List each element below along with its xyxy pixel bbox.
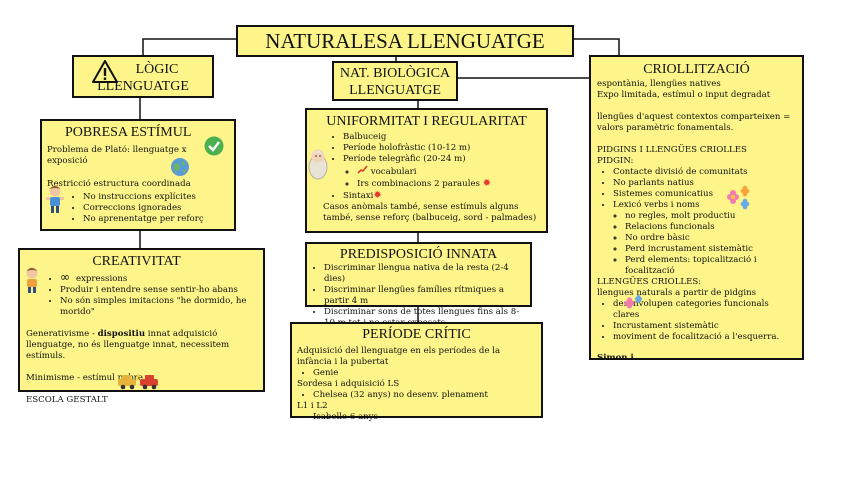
list-item: No instruccions explícites <box>83 192 229 203</box>
list-item: Isabelle 6 anys <box>313 412 536 423</box>
list-item: ∞ expressions <box>60 270 257 285</box>
list-item-text: Irs combinacions 2 paraules <box>357 179 480 189</box>
list-item: Lexicó verbs i noms <box>613 200 796 211</box>
predisposicio-title: PREDISPOSICIÓ INNATA <box>339 247 498 262</box>
list-item: Relacions funcionals <box>625 222 796 233</box>
list-item: desenvolupen categories funcionals clare… <box>613 299 796 321</box>
list-item: Període telegràfic (20-24 m) <box>343 154 540 165</box>
chart-up-icon <box>357 165 368 177</box>
pidgins-heading: PIDGINS I LLENGÜES CRIOLLES <box>597 145 747 155</box>
list-item: Perd elements: topicalització i focalitz… <box>625 255 796 277</box>
logic-line2: LLENGUATGE <box>97 79 189 94</box>
periode-box: PERÍODE CRÍTIC Adquisició del llenguatge… <box>290 322 543 422</box>
criolles-intro: llengues naturals a partir de pidgins <box>597 288 757 298</box>
list-item: Sintaxi✹ <box>343 190 540 202</box>
list-item-text: expressions <box>76 274 128 284</box>
periode-list-2: Chelsea (32 anys) no desenv. plenament <box>297 390 536 401</box>
uniformitat-box: UNIFORMITAT I REGULARITAT Balbuceig Perí… <box>305 108 548 233</box>
creativitat-box: CREATIVITAT ∞ expressions Produir i enten… <box>18 248 265 405</box>
main-title-box: NATURALESA LLENGUATGE <box>236 25 574 57</box>
pobresa-title: POBRESA ESTÍMUL <box>65 125 192 140</box>
child-icon <box>45 184 65 218</box>
burst-icon: ✹ <box>373 190 382 201</box>
periode-list-3: Isabelle 6 anys <box>297 412 536 423</box>
list-item: No ordre bàsic <box>625 233 796 244</box>
uniformitat-list: Balbuceig Període holofràstic (10-12 m) … <box>313 132 540 202</box>
list-item-text: vocabulari <box>370 167 417 177</box>
criollitzacio-intro1: espontània, llengües natives <box>597 79 721 89</box>
list-item: Discriminar llengües famílies rítmiques … <box>324 285 525 307</box>
car-crash-icon <box>116 372 162 394</box>
generativisme-label: Generativisme - <box>26 329 98 339</box>
list-item: Perd incrustament sistemàtic <box>625 244 796 255</box>
burst-icon: ✹ <box>482 178 492 189</box>
creativitat-title: CREATIVITAT <box>92 254 181 269</box>
list-item: No aprenentatge per reforç <box>83 214 229 225</box>
bio-line2: LLENGUATGE <box>349 83 441 98</box>
pobresa-list: No instruccions explícites Correccions i… <box>47 192 229 225</box>
logic-box: LÒGIC LLENGUATGE <box>72 55 214 98</box>
list-item: Contacte divisió de comunitats <box>613 167 796 178</box>
periode-line2: Sordesa i adquisició LS <box>297 379 400 389</box>
criolles-label: LLENGÜES CRIOLLES: <box>597 277 702 287</box>
list-item: moviment de focalització a l'esquerra. <box>613 332 796 343</box>
list-item: no regles, molt productiu <box>625 211 796 222</box>
child-icon <box>22 266 42 298</box>
pidgin-label: PIDGIN: <box>597 156 634 166</box>
list-item: Incrustament sistemàtic <box>613 321 796 332</box>
periode-line3: L1 i L2 <box>297 401 328 411</box>
uniformitat-title: UNIFORMITAT I REGULARITAT <box>326 114 527 129</box>
globe-icon <box>170 157 190 181</box>
list-item: Període holofràstic (10-12 m) <box>343 143 540 154</box>
uniformitat-note: Casos anòmals també, sense estímuls algu… <box>323 202 537 223</box>
uniformitat-sublist: vocabulari Irs combinacions 2 paraules ✹ <box>343 165 540 190</box>
list-item: Balbuceig <box>343 132 540 143</box>
criollitzacio-intro3: llengües d'aquest contextos comparteixen… <box>597 112 791 133</box>
warning-icon <box>92 60 118 88</box>
list-item: No són simples imitacions "he dormido, h… <box>60 296 257 318</box>
list-item: Discriminar llengua nativa de la resta (… <box>324 263 525 285</box>
pidgin-sublist: no regles, molt productiu Relacions func… <box>613 211 796 277</box>
list-item: Produir i entendre sense sentir-ho abans <box>60 285 257 296</box>
list-item: No parlants natius <box>613 178 796 189</box>
periode-list-1: Genie <box>297 368 536 379</box>
baby-icon <box>307 146 329 184</box>
list-item: Sistemes comunicatius <box>613 189 796 200</box>
pobresa-line1: Problema de Plató: llenguatge x exposici… <box>47 145 187 166</box>
pidgin-list: Contacte divisió de comunitats No parlan… <box>597 167 796 277</box>
bio-line1: NAT. BIOLÒGICA <box>339 66 451 81</box>
check-icon <box>204 136 224 160</box>
predisposicio-box: PREDISPOSICIÓ INNATA Discriminar llengua… <box>305 242 532 328</box>
escola-gestalt-text: ESCOLA GESTALT <box>26 395 108 405</box>
criollitzacio-title: CRIOLLITZACIÓ <box>643 62 750 77</box>
criollitzacio-intro2: Expo limitada, estímul o input degradat <box>597 90 771 100</box>
list-item: Irs combinacions 2 paraules ✹ <box>357 178 540 190</box>
pobresa-line2: Restricció estructura coordinada <box>47 179 191 189</box>
main-title: NATURALESA LLENGUATGE <box>265 29 545 53</box>
flowers-icon <box>621 293 643 317</box>
creativitat-list: ∞ expressions Produir i entendre sense se… <box>26 270 257 318</box>
criolles-list: desenvolupen categories funcionals clare… <box>597 299 796 343</box>
list-item-text: Sintaxi <box>343 191 374 201</box>
criollitzacio-box: CRIOLLITZACIÓ espontània, llengües nativ… <box>589 55 804 363</box>
periode-line1: Adquisició del llenguatge en els període… <box>297 346 501 367</box>
pobresa-box: POBRESA ESTÍMUL Problema de Plató: lleng… <box>40 119 236 231</box>
generativisme-bold: dispositiu <box>97 329 146 339</box>
flowers-icon <box>721 185 751 215</box>
generativisme-rest: innat adquisició llenguatge, no és lleng… <box>26 329 230 361</box>
list-item: Genie <box>313 368 536 379</box>
list-item: Chelsea (32 anys) no desenv. plenament <box>313 390 536 401</box>
logic-line1: LÒGIC <box>135 62 179 77</box>
list-item: vocabulari <box>357 165 540 178</box>
list-item: Correccions ignorades <box>83 203 229 214</box>
periode-title: PERÍODE CRÍTIC <box>362 327 471 342</box>
infinity-icon: ∞ <box>60 270 70 284</box>
predisposicio-list: Discriminar llengua nativa de la resta (… <box>312 263 525 329</box>
minimisme-text: Minimisme - estímul pobre <box>26 373 143 383</box>
generativisme-text: Generativisme - dispositiu innat adquisi… <box>26 329 257 362</box>
criollitzacio-author: Simon i <box>597 353 634 363</box>
bio-box: NAT. BIOLÒGICA LLENGUATGE <box>332 61 458 101</box>
